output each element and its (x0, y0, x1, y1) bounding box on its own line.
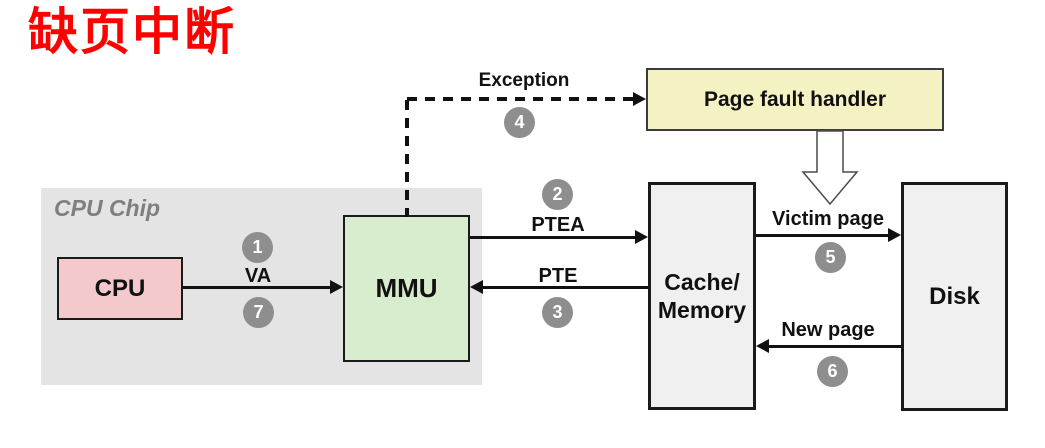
step-6-badge: 6 (817, 356, 848, 387)
cache-memory-label-line2: Memory (657, 297, 747, 323)
va-arrowhead-icon (330, 280, 343, 294)
exception-label: Exception (478, 70, 570, 91)
pte-arrowhead-icon (470, 280, 483, 294)
disk-label: Disk (929, 282, 980, 310)
step-1-badge: 1 (242, 232, 273, 263)
ptea-arrow-line (470, 236, 636, 239)
victim-page-label: Victim page (772, 208, 884, 230)
step-5-badge: 5 (815, 242, 846, 273)
cache-memory-box: Cache/ Memory (648, 182, 756, 410)
step-4-badge: 4 (504, 107, 535, 138)
page-title: 缺页中断 (28, 2, 236, 61)
disk-box: Disk (901, 182, 1008, 411)
va-arrow-line (183, 286, 332, 289)
step-2-badge: 2 (542, 179, 573, 210)
mmu-label: MMU (375, 273, 438, 303)
cpu-box: CPU (57, 257, 183, 320)
ptea-label: PTEA (531, 214, 585, 236)
cpu-label: CPU (94, 274, 146, 302)
mmu-box: MMU (343, 215, 470, 362)
exception-arrow-vertical-line (405, 100, 409, 217)
exception-arrow-horizontal-line (407, 97, 634, 101)
new-page-label: New page (781, 319, 875, 341)
victim-page-arrow-line (756, 234, 889, 237)
exception-arrowhead-icon (633, 92, 646, 106)
new-page-arrow-line (768, 345, 901, 348)
va-label: VA (244, 265, 272, 287)
pte-label: PTE (538, 265, 578, 287)
cpu-chip-label: CPU Chip (54, 195, 161, 221)
victim-page-arrowhead-icon (888, 228, 901, 242)
page-fault-handler-label: Page fault handler (703, 87, 887, 111)
cache-memory-label-line1: Cache/ (664, 269, 740, 295)
step-3-badge: 3 (542, 297, 573, 328)
step-7-badge: 7 (243, 297, 274, 328)
pte-arrow-line (482, 286, 648, 289)
ptea-arrowhead-icon (635, 230, 648, 244)
page-fault-handler-box: Page fault handler (646, 68, 944, 131)
new-page-arrowhead-icon (756, 339, 769, 353)
handler-down-block-arrow-icon (801, 130, 859, 206)
